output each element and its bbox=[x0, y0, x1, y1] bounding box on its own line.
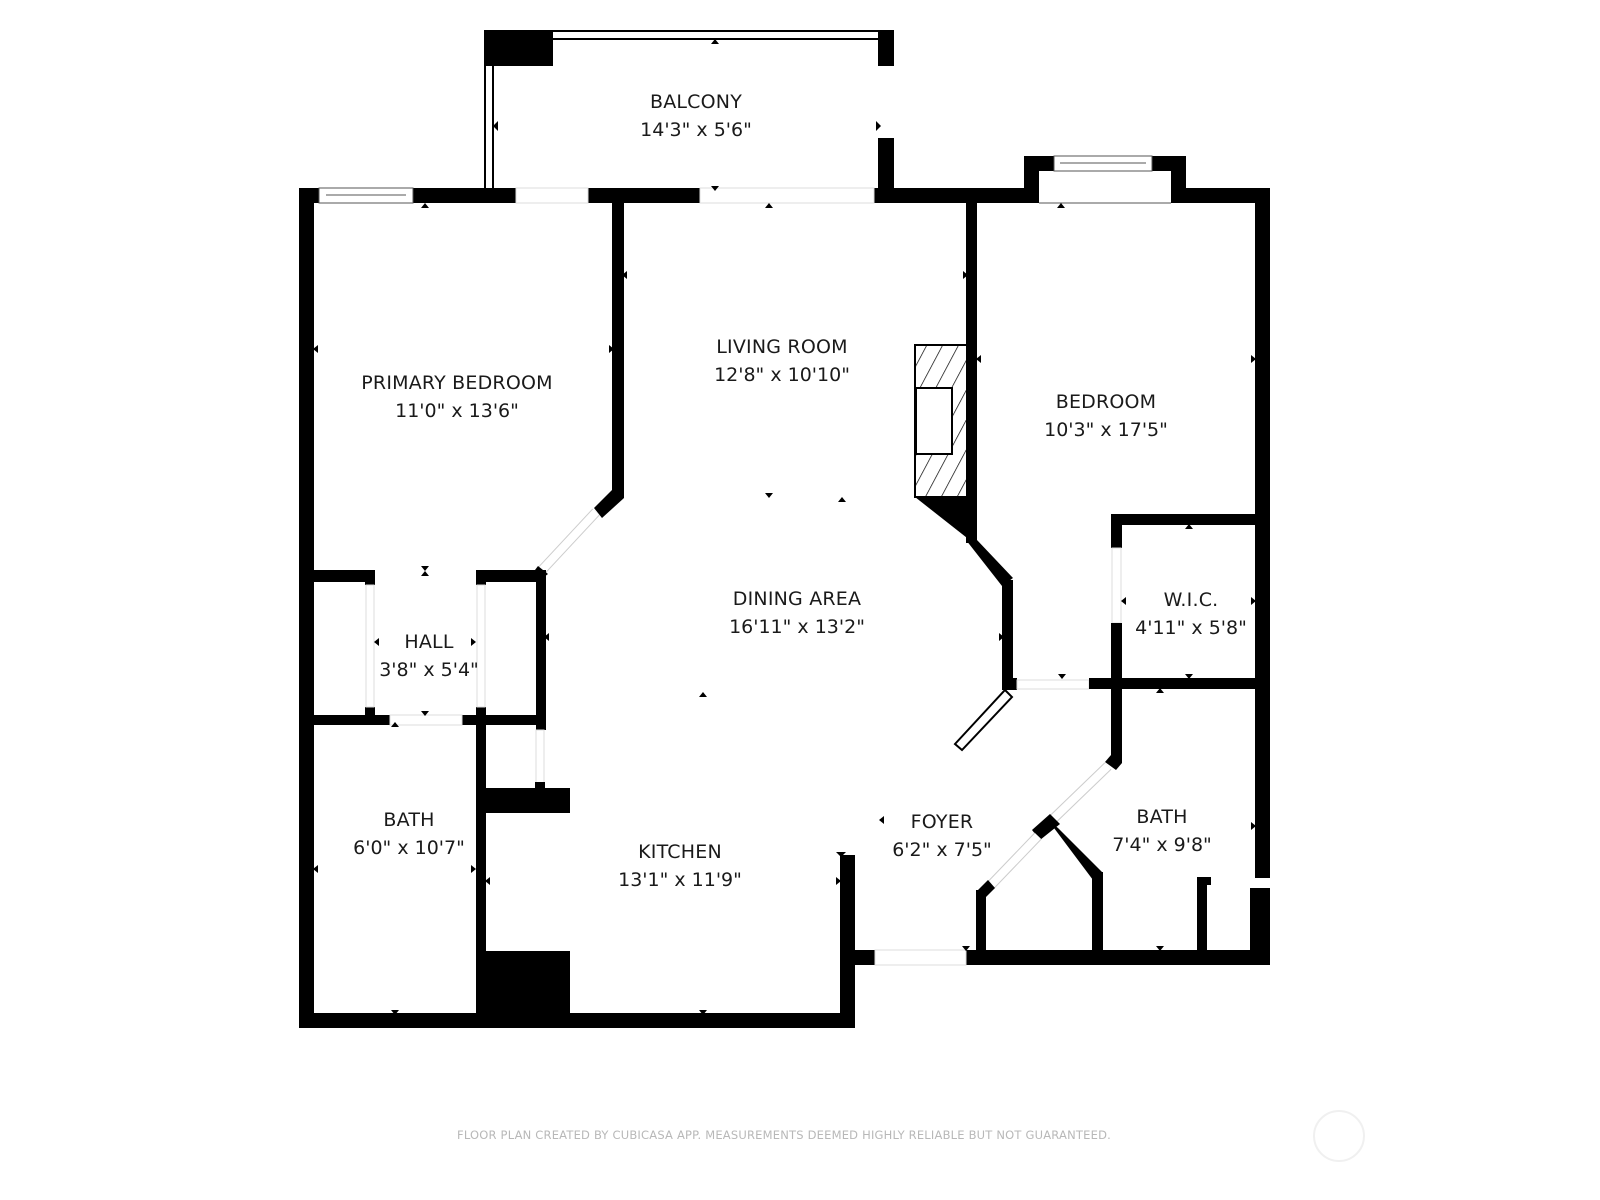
floor-plan-drawing bbox=[299, 30, 1270, 1028]
room-dimensions: 10'3" x 17'5" bbox=[1044, 419, 1168, 441]
room-label-wic: W.I.C. 4'11" x 5'8" bbox=[1135, 586, 1247, 642]
room-name: W.I.C. bbox=[1163, 589, 1219, 611]
room-dimensions: 16'11" x 13'2" bbox=[729, 616, 865, 638]
room-name: LIVING ROOM bbox=[716, 336, 848, 358]
room-dimensions: 13'1" x 11'9" bbox=[618, 869, 742, 891]
room-label-dining-area: DINING AREA 16'11" x 13'2" bbox=[729, 585, 865, 641]
room-dimensions: 14'3" x 5'6" bbox=[640, 119, 752, 141]
room-label-balcony: BALCONY 14'3" x 5'6" bbox=[640, 88, 752, 144]
room-dimensions: 3'8" x 5'4" bbox=[379, 659, 479, 681]
room-name: HALL bbox=[404, 631, 454, 653]
room-dimensions: 4'11" x 5'8" bbox=[1135, 617, 1247, 639]
room-name: BATH bbox=[383, 809, 435, 831]
room-label-living-room: LIVING ROOM 12'8" x 10'10" bbox=[714, 333, 850, 389]
room-name: BATH bbox=[1136, 806, 1188, 828]
room-dimensions: 12'8" x 10'10" bbox=[714, 364, 850, 386]
room-dimensions: 6'2" x 7'5" bbox=[892, 839, 992, 861]
room-dimensions: 11'0" x 13'6" bbox=[395, 400, 519, 422]
measurement-markers bbox=[313, 39, 1256, 1015]
balcony-walls bbox=[484, 30, 894, 190]
room-dimensions: 6'0" x 10'7" bbox=[353, 837, 465, 859]
room-label-kitchen: KITCHEN 13'1" x 11'9" bbox=[618, 838, 742, 894]
interior-walls bbox=[314, 203, 1270, 1015]
room-name: FOYER bbox=[910, 811, 974, 833]
room-label-bath-left: BATH 6'0" x 10'7" bbox=[353, 806, 465, 862]
watermark-logo-icon bbox=[1313, 1110, 1365, 1162]
room-name: KITCHEN bbox=[638, 841, 722, 863]
room-name: BALCONY bbox=[649, 91, 743, 113]
room-label-primary-bedroom: PRIMARY BEDROOM 11'0" x 13'6" bbox=[361, 369, 552, 425]
room-name: BEDROOM bbox=[1055, 391, 1157, 413]
footer-disclaimer: FLOOR PLAN CREATED BY CUBICASA APP. MEAS… bbox=[457, 1128, 1111, 1142]
room-name: DINING AREA bbox=[732, 588, 862, 610]
exterior-walls bbox=[299, 155, 1270, 1028]
room-label-foyer: FOYER 6'2" x 7'5" bbox=[892, 808, 992, 864]
room-label-bath-right: BATH 7'4" x 9'8" bbox=[1112, 803, 1212, 859]
room-name: PRIMARY BEDROOM bbox=[361, 372, 553, 394]
room-label-bedroom: BEDROOM 10'3" x 17'5" bbox=[1044, 388, 1168, 444]
room-label-hall: HALL 3'8" x 5'4" bbox=[379, 628, 479, 684]
room-dimensions: 7'4" x 9'8" bbox=[1112, 834, 1212, 856]
